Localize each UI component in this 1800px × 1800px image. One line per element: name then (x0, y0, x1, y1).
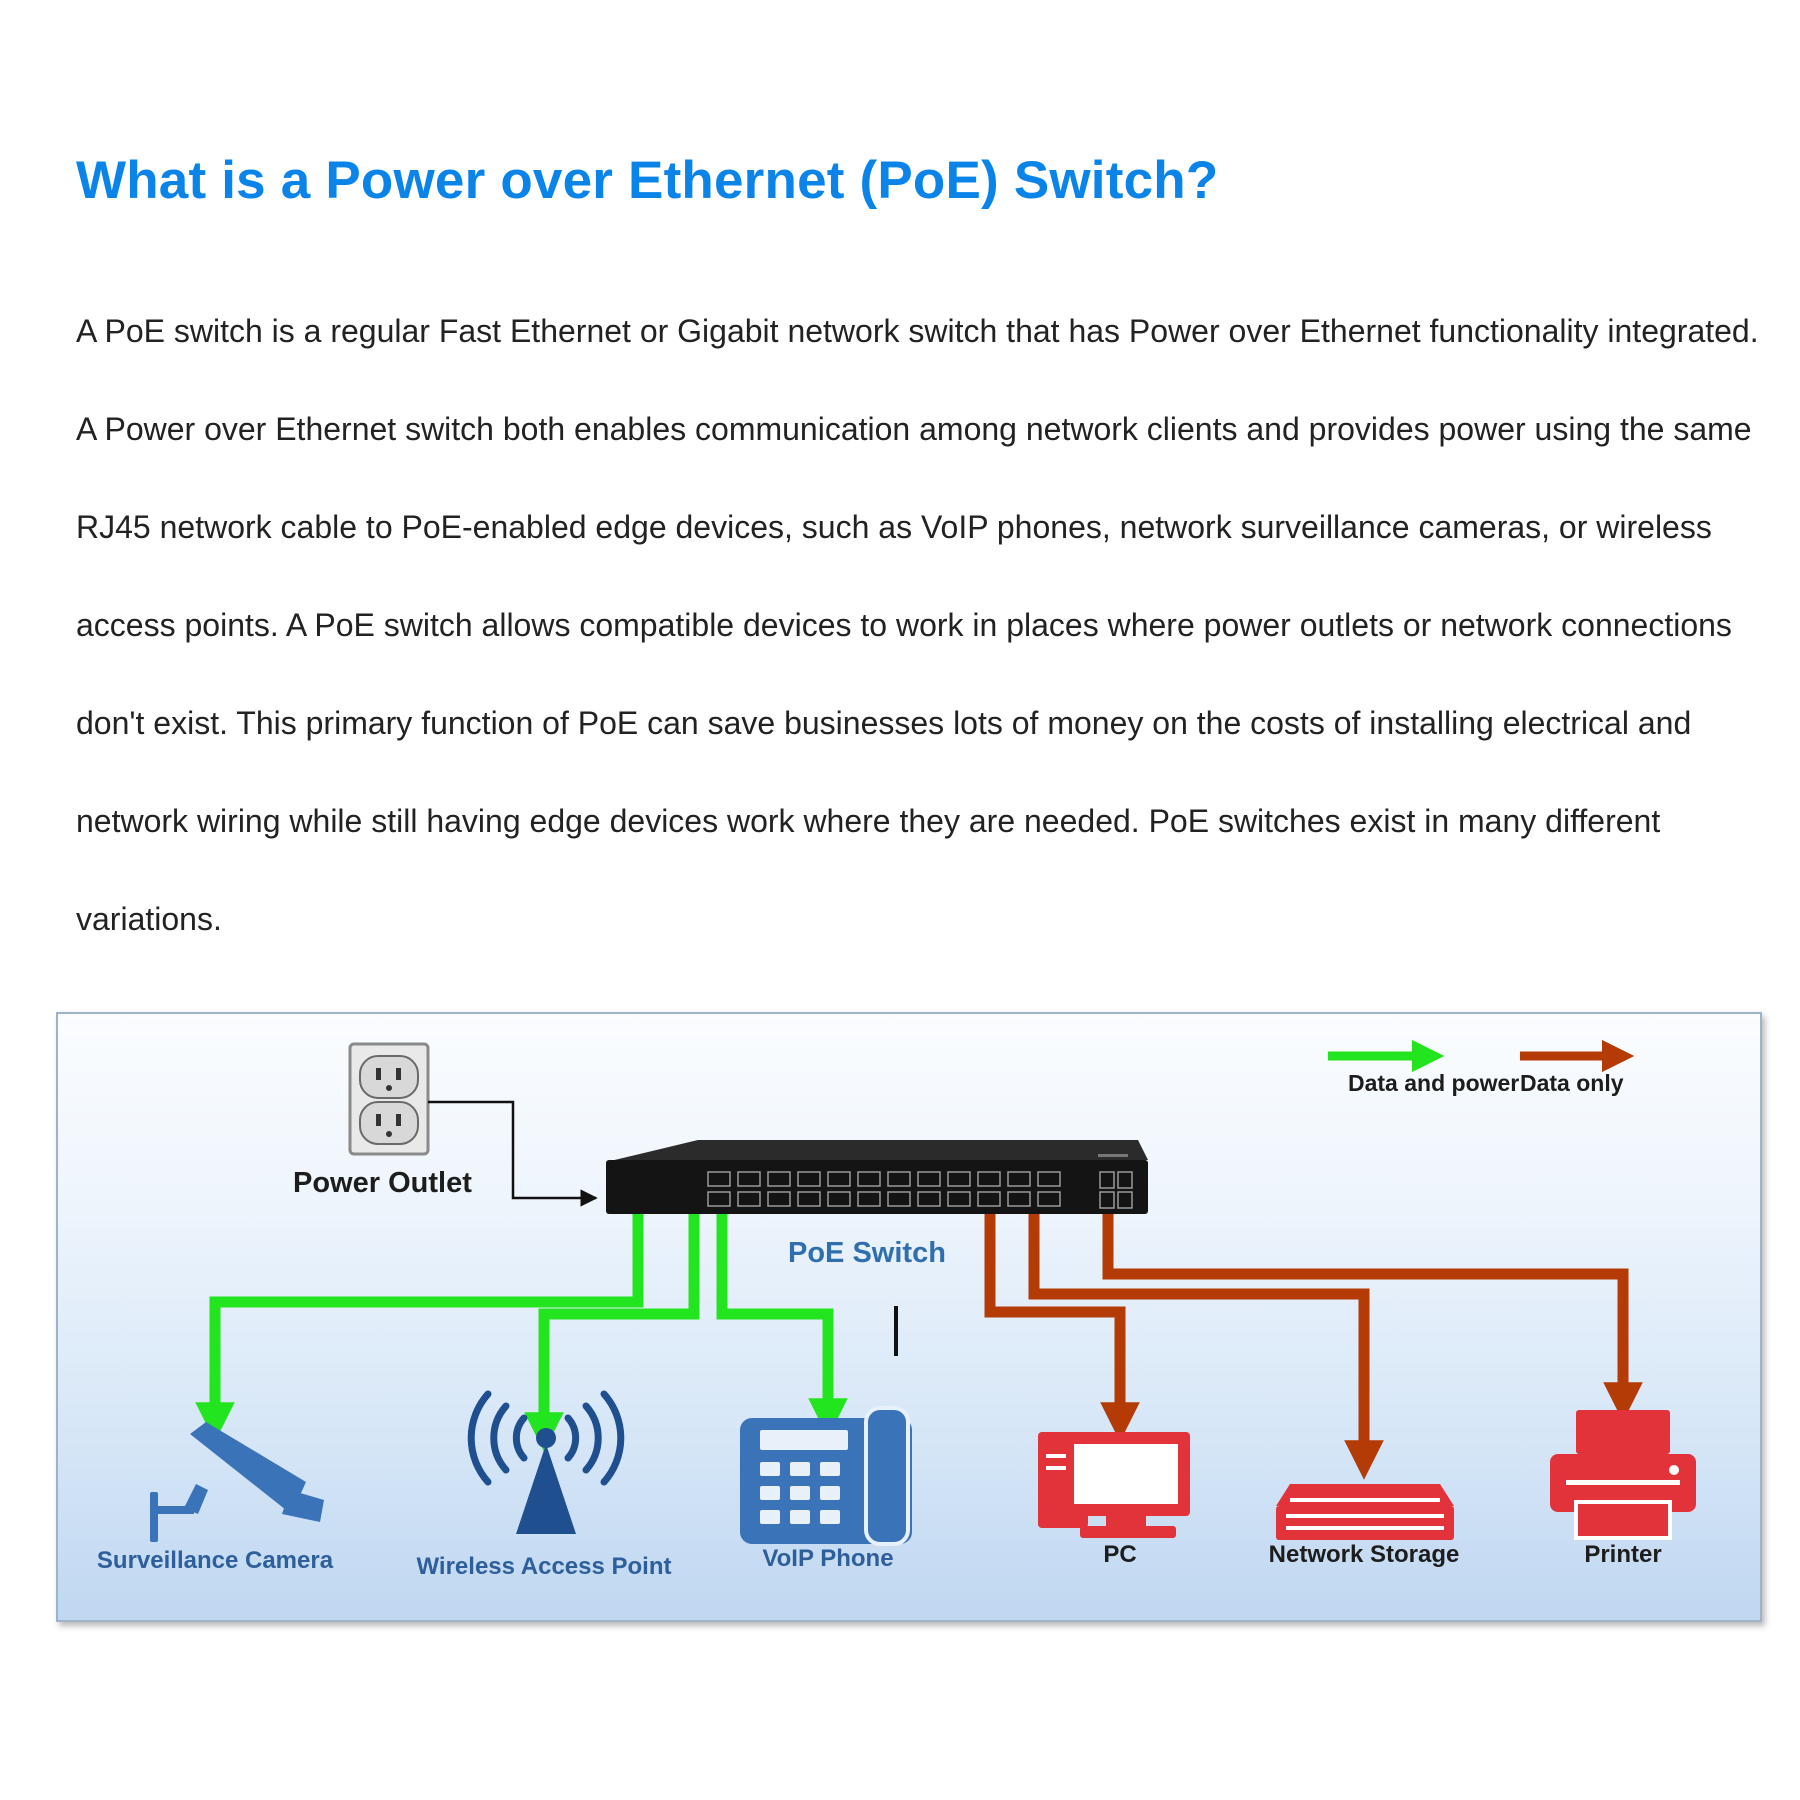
switch-port (737, 1191, 761, 1207)
switch-port (887, 1191, 911, 1207)
cable-pc (984, 1214, 1140, 1442)
switch-port (947, 1171, 971, 1187)
printer-label: Printer (1584, 1541, 1661, 1568)
poe-switch-label: PoE Switch (788, 1237, 946, 1269)
cable-access-point (524, 1214, 700, 1452)
poe-diagram: Data and power Data only Power Outlet (56, 1012, 1762, 1622)
switch-port (827, 1171, 851, 1187)
phone-key (760, 1486, 780, 1500)
switch-port (977, 1191, 1001, 1207)
switch-port (1007, 1191, 1031, 1207)
switch-port (917, 1191, 941, 1207)
legend-data-and-power-label: Data and power (1348, 1070, 1519, 1096)
switch-port (737, 1171, 761, 1187)
switch-port (857, 1191, 881, 1207)
switch-port (797, 1171, 821, 1187)
phone-key (790, 1462, 810, 1476)
switch-port (767, 1191, 791, 1207)
wireless-access-point-icon (467, 1390, 625, 1534)
surveillance-camera-icon (150, 1422, 324, 1542)
cable-voip-phone (716, 1214, 848, 1438)
camera-label: Surveillance Camera (97, 1547, 334, 1574)
text-cursor-mark (894, 1306, 898, 1356)
phone-key (820, 1462, 840, 1476)
switch-port (797, 1191, 821, 1207)
cable-storage (1028, 1214, 1384, 1480)
phone-key (760, 1462, 780, 1476)
voip-phone-label: VoIP Phone (762, 1545, 893, 1572)
power-outlet-label: Power Outlet (293, 1167, 472, 1199)
article-paragraph: A PoE switch is a regular Fast Ethernet … (76, 313, 1759, 937)
storage-label: Network Storage (1269, 1541, 1460, 1568)
switch-port (767, 1171, 791, 1187)
phone-key (760, 1510, 780, 1524)
phone-key (820, 1510, 840, 1524)
page-title: What is a Power over Ethernet (PoE) Swit… (76, 151, 1219, 210)
switch-port (857, 1171, 881, 1187)
switch-port (827, 1191, 851, 1207)
switch-port (707, 1171, 731, 1187)
switch-port (977, 1171, 1001, 1187)
switch-port (1037, 1171, 1061, 1187)
switch-port (707, 1191, 731, 1207)
pc-icon (1038, 1432, 1190, 1538)
network-storage-icon (1276, 1484, 1454, 1540)
access-point-label: Wireless Access Point (416, 1553, 671, 1580)
voip-phone-icon (740, 1406, 912, 1546)
switch-port (917, 1171, 941, 1187)
switch-port (887, 1171, 911, 1187)
power-outlet-icon (348, 1042, 430, 1156)
pc-label: PC (1103, 1541, 1136, 1568)
power-cable (428, 1100, 598, 1207)
switch-port (1007, 1171, 1031, 1187)
poe-switch-icon (606, 1140, 1148, 1214)
phone-key (790, 1510, 810, 1524)
cable-printer (1102, 1214, 1643, 1422)
cable-camera (195, 1214, 644, 1442)
switch-port (947, 1191, 971, 1207)
printer-icon (1550, 1410, 1696, 1540)
legend-data-only-label: Data only (1520, 1070, 1624, 1096)
phone-key (820, 1486, 840, 1500)
switch-port (1037, 1191, 1061, 1207)
phone-key (790, 1486, 810, 1500)
legend: Data and power Data only (1328, 1039, 1635, 1096)
